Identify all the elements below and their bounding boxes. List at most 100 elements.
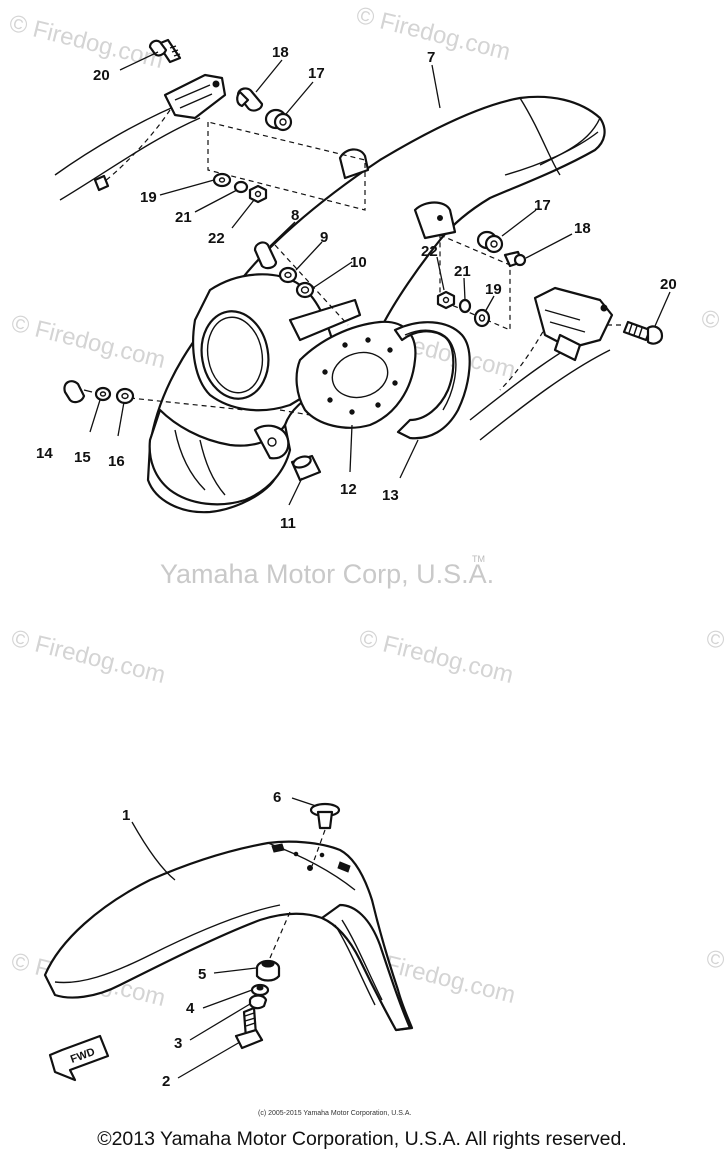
bolt-14 (63, 380, 93, 404)
callout-9: 9 (320, 229, 328, 246)
fender-top-marks (271, 843, 351, 873)
assembly-guide-box-right (439, 234, 511, 331)
tail-light-base (295, 320, 417, 429)
bolt-18-right (503, 250, 527, 268)
rear-fender-lip (504, 131, 599, 176)
callout-21-left: 21 (175, 209, 192, 226)
callout-4: 4 (186, 1000, 195, 1017)
grommet-17-left (264, 108, 293, 132)
callout-19-right: 19 (485, 281, 502, 298)
fender-cross-brace (288, 298, 362, 342)
washer-10 (295, 281, 315, 299)
rear-fender-inner (519, 97, 601, 176)
watermark: © Firedog.com (699, 305, 725, 369)
tail-light-base-ring (331, 351, 389, 399)
callout-22-right: 22 (421, 243, 438, 260)
callout-18-left: 18 (272, 44, 289, 61)
front-fender-lip (54, 904, 281, 984)
bracket-left-detail (174, 84, 213, 109)
callout-3: 3 (174, 1035, 182, 1052)
spring-washer-21-left (233, 180, 249, 194)
callout-2: 2 (162, 1073, 170, 1090)
damper-11 (290, 454, 322, 482)
footer-copyright: ©2013 Yamaha Motor Corporation, U.S.A. A… (97, 1128, 627, 1150)
screw-6 (309, 802, 341, 830)
callout-16: 16 (108, 453, 125, 470)
spring-washer-3 (248, 994, 268, 1010)
callout-20-left: 20 (93, 67, 110, 84)
frame-clip-left (93, 174, 110, 192)
callout-17-left: 17 (308, 65, 325, 82)
callout-17-right: 17 (534, 197, 551, 214)
bracket-right-hole (600, 304, 608, 312)
callout-6: 6 (273, 789, 281, 806)
damper-5 (255, 959, 281, 982)
callout-11: 11 (280, 515, 296, 532)
watermark: © Firedog.com (9, 310, 169, 374)
washer-19-left (212, 172, 232, 188)
callout-15: 15 (74, 449, 91, 466)
assembly-guide-line (129, 397, 246, 411)
callout-8: 8 (291, 207, 299, 224)
callout-5: 5 (198, 966, 206, 983)
grommet-17-right (476, 230, 504, 254)
nut-22-left (248, 184, 268, 204)
callout-13: 13 (382, 487, 399, 504)
callout-10: 10 (350, 254, 367, 271)
assembly-guide-line (311, 829, 326, 867)
frame-rail-right (469, 329, 611, 441)
bolt-20-right (622, 320, 664, 345)
front-fender-assembly: FWD (43, 802, 414, 1082)
small-copyright-notice: (c) 2005-2015 Yamaha Motor Corporation, … (258, 1110, 411, 1117)
fender-side-hook (253, 424, 290, 460)
assembly-guide-line (269, 911, 291, 959)
fender-right-tab (413, 201, 457, 240)
washer-16 (115, 387, 135, 405)
fwd-arrow: FWD (48, 1034, 110, 1082)
fender-lower-flap (148, 408, 292, 506)
nut-22-right (436, 290, 456, 310)
watermark: © Firedog.com (704, 945, 725, 1009)
callout-22-left: 22 (208, 230, 225, 247)
assembly-guide-box-left (207, 121, 366, 211)
lower-leaders (131, 797, 317, 1079)
upper-callouts: 20 18 17 7 19 21 22 8 9 10 17 18 22 21 1… (36, 44, 677, 532)
stay-oval-inner (206, 316, 264, 394)
assembly-guide-line (99, 109, 171, 186)
watermarks: © Firedog.com © Firedog.com © Firedog.co… (7, 2, 725, 1012)
fender-flap-ribs (174, 429, 226, 496)
fender-top-hole (307, 865, 313, 871)
tail-light-base-holes (322, 337, 398, 415)
callout-12: 12 (340, 481, 357, 498)
screw-8 (253, 241, 278, 270)
upper-leaders (89, 51, 671, 506)
bolt-2 (234, 1006, 264, 1050)
gasket-inner-edge (404, 329, 457, 411)
bracket-right-foot (553, 333, 582, 362)
spring-washer-21-right (458, 298, 472, 314)
brand-text: Yamaha Motor Corp, U.S.A. (160, 559, 494, 589)
callout-14: 14 (36, 445, 53, 462)
callout-21-right: 21 (454, 263, 471, 280)
lower-callouts: 1 6 5 4 3 2 (122, 789, 281, 1090)
callout-1: 1 (122, 807, 130, 824)
callout-19-left: 19 (140, 189, 157, 206)
bolt-20-left (148, 38, 182, 64)
bolt-18-left (236, 87, 264, 112)
rear-fender-assembly (54, 38, 664, 514)
fender-hole (437, 215, 443, 221)
callout-20-right: 20 (660, 276, 677, 293)
washer-19-right (473, 308, 491, 328)
inner-fender-lines (334, 919, 383, 1006)
washer-9 (278, 266, 298, 284)
bracket-left-hole (212, 80, 220, 88)
washer-15 (94, 386, 112, 402)
watermark: © Firedog.com (7, 10, 167, 74)
stay-oval-opening (200, 310, 270, 400)
front-fender (43, 840, 414, 1032)
watermark: © Firedog.com (704, 625, 725, 689)
brand-mark: TM (472, 554, 485, 564)
callout-18-right: 18 (574, 220, 591, 237)
watermark: © Firedog.com (9, 625, 169, 689)
